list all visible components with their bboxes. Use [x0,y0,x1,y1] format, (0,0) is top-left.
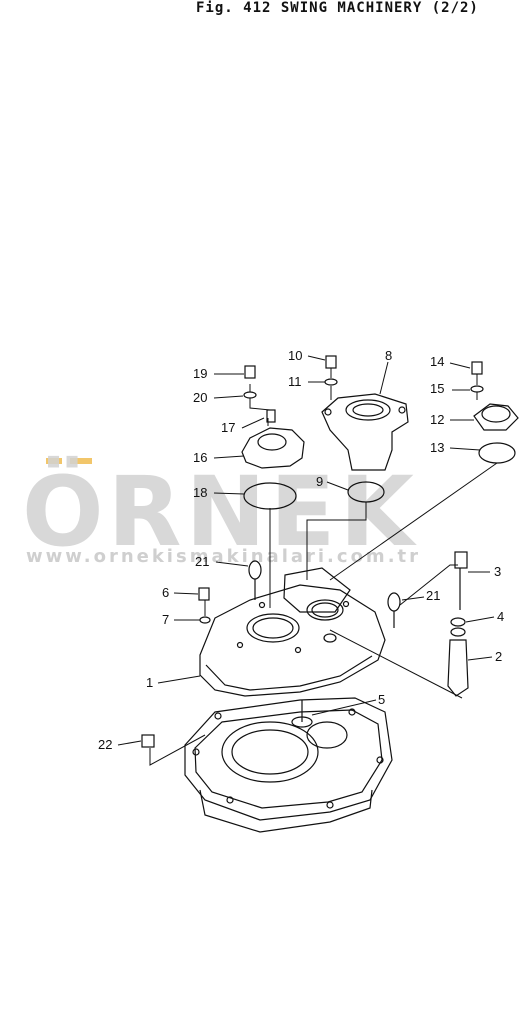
cover-plate [241,409,305,469]
watermark-accent-right [70,458,92,464]
callout-3: 3 [494,564,501,579]
callout-2: 2 [495,649,502,664]
bolt-19 [244,365,256,379]
oring-18 [243,482,297,510]
callout-1: 1 [146,675,153,690]
callout-7: 7 [162,612,169,627]
callout-21-left: 21 [195,554,209,569]
watermark-brand: ÖRNEK [22,456,418,568]
flange-housing [321,393,409,471]
oring-9 [347,481,385,503]
callout-17: 17 [221,420,235,435]
washer-15 [470,385,484,393]
callout-15: 15 [430,381,444,396]
upper-case [199,567,386,697]
callout-16: 16 [193,450,207,465]
washer-11 [324,378,338,386]
callout-ticks [117,355,495,746]
figure-title: Fig. 412 SWING MACHINERY (2/2) [196,0,479,16]
watermark-accent-left [46,458,62,464]
bolt-6 [198,587,210,601]
bolt-10 [325,355,337,369]
callout-11: 11 [288,374,302,389]
cap [473,403,519,431]
callout-5: 5 [378,692,385,707]
callout-12: 12 [430,412,444,427]
callout-4: 4 [497,609,504,624]
eye-bolt-left [248,560,262,600]
callout-13: 13 [430,440,444,455]
callout-18: 18 [193,485,207,500]
callout-20: 20 [193,390,207,405]
plug-22 [141,734,155,748]
lower-housing [184,697,393,833]
callout-9: 9 [316,474,323,489]
callout-10: 10 [288,348,302,363]
leader-lines [149,368,498,766]
callout-6: 6 [162,585,169,600]
callout-8: 8 [385,348,392,363]
eye-bolt-right [387,592,401,628]
callout-21-right: 21 [426,588,440,603]
bolt-14 [471,361,483,375]
sensor-assembly [447,551,469,697]
washer-7 [199,616,211,624]
washer-20 [243,391,257,399]
watermark-url: www.ornekismakinalari.com.tr [26,546,422,567]
callout-14: 14 [430,354,444,369]
oring-13 [478,442,516,464]
callout-22: 22 [98,737,112,752]
callout-19: 19 [193,366,207,381]
